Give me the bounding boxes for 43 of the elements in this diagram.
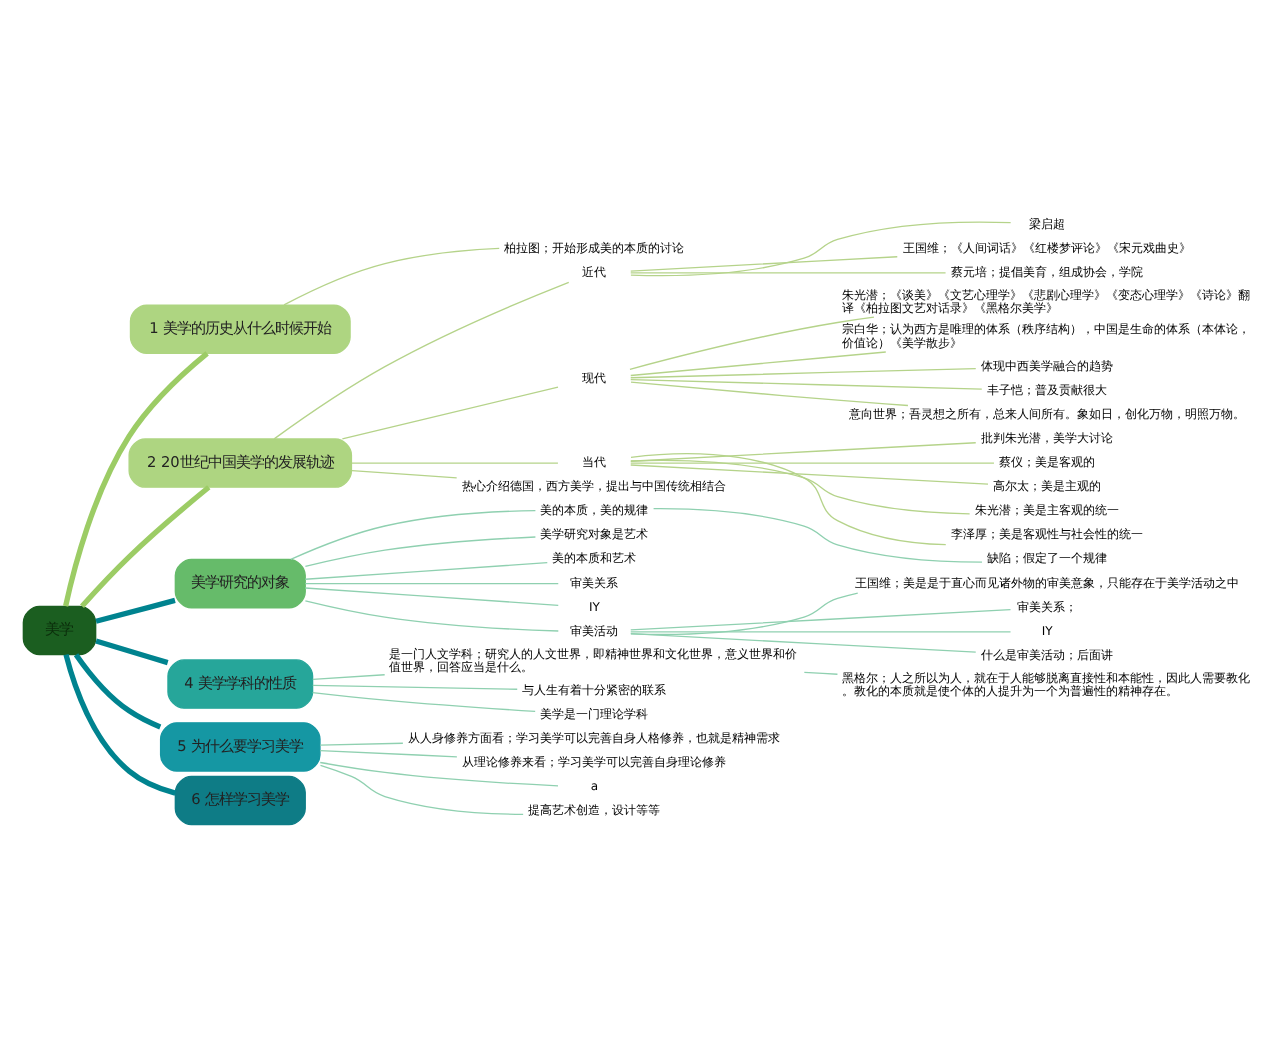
connector (304, 562, 548, 580)
connector (290, 509, 537, 561)
connector (95, 597, 176, 624)
connector (319, 749, 458, 758)
connector (630, 256, 898, 272)
connector (630, 633, 977, 653)
connector (73, 653, 162, 730)
connector (630, 631, 1012, 633)
connector (312, 684, 518, 690)
connector (63, 654, 176, 796)
connector (630, 381, 909, 407)
connector (629, 316, 875, 370)
connector (304, 582, 559, 585)
connector (304, 587, 559, 606)
connector (319, 761, 559, 787)
connector (304, 536, 537, 568)
connector (63, 351, 209, 607)
connector (311, 691, 536, 713)
connector (80, 485, 211, 609)
connector (283, 247, 500, 306)
connector (630, 221, 1012, 277)
connector (341, 386, 559, 440)
connector (630, 367, 977, 379)
connector (312, 674, 386, 681)
connector (95, 638, 169, 666)
connector (652, 508, 983, 563)
connector (630, 462, 995, 464)
connector (803, 671, 839, 675)
connector (630, 351, 887, 377)
connector (351, 462, 559, 464)
connector (630, 379, 983, 390)
connector (630, 453, 947, 546)
connector (630, 442, 977, 462)
connector (630, 592, 859, 636)
connector (630, 272, 947, 274)
connector (319, 742, 404, 746)
connector (273, 281, 570, 440)
connector (630, 459, 971, 515)
connector (630, 464, 989, 485)
connector (351, 469, 458, 479)
connector (630, 608, 1012, 631)
connector (319, 764, 524, 816)
connector (304, 600, 559, 632)
